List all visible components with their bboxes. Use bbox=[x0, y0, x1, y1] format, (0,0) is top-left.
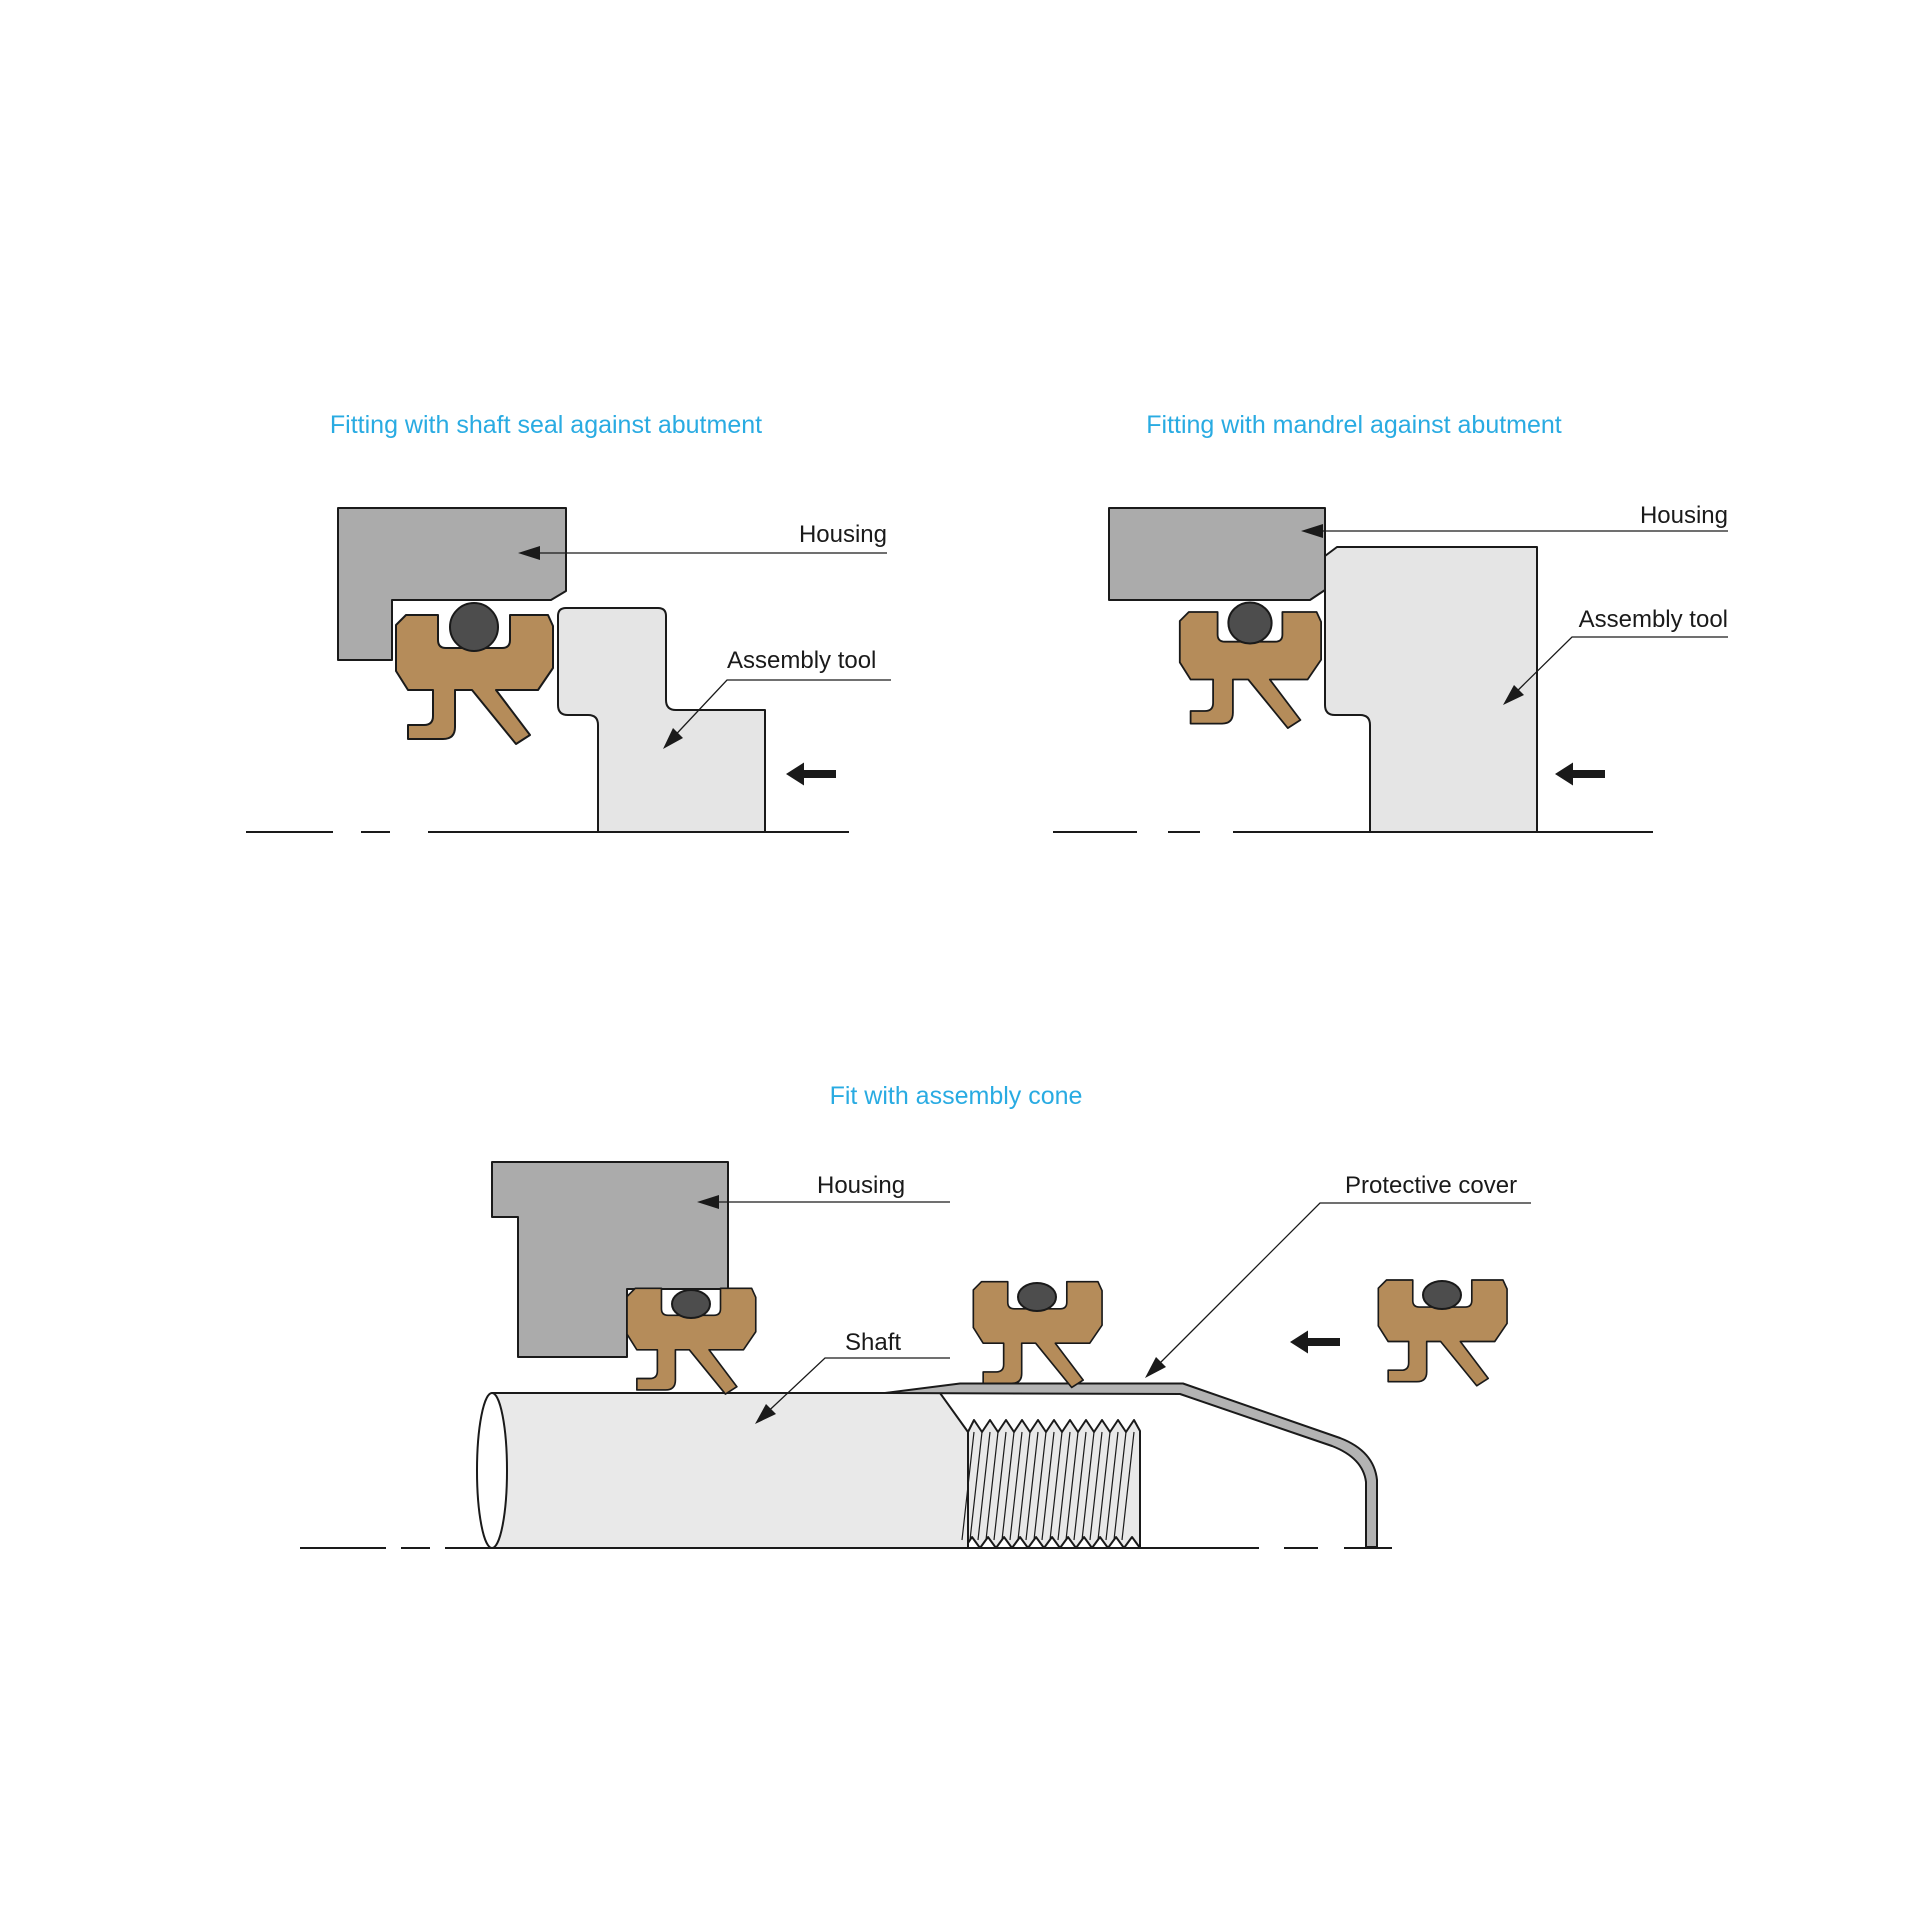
left-arrow-icon bbox=[1290, 1330, 1340, 1354]
protective-cover-shape bbox=[884, 1382, 1378, 1548]
housing-label: Housing bbox=[799, 521, 887, 548]
diagram-fit-cone: Fit with assembly cone Housing bbox=[300, 1082, 1531, 1549]
leader-arrowhead-icon bbox=[663, 728, 683, 749]
assembly-tool-label: Assembly tool bbox=[1579, 606, 1728, 633]
diagram3-title: Fit with assembly cone bbox=[830, 1082, 1083, 1110]
seal-spring bbox=[449, 602, 499, 652]
diagram-fit-shaft-seal: Fitting with shaft seal against abutment… bbox=[246, 411, 891, 833]
diagram1-title: Fitting with shaft seal against abutment bbox=[330, 411, 762, 439]
leader-line bbox=[1148, 1202, 1531, 1375]
seal-spring bbox=[671, 1289, 711, 1319]
housing-shape bbox=[337, 507, 567, 661]
assembly-tool-shape bbox=[1324, 546, 1538, 833]
seal-spring bbox=[1017, 1282, 1057, 1312]
thread-hatch bbox=[961, 1431, 1135, 1541]
leader-arrowhead-icon bbox=[1301, 524, 1323, 538]
leader-line bbox=[758, 1357, 950, 1421]
housing-shape bbox=[491, 1161, 729, 1358]
protective-cover-label: Protective cover bbox=[1345, 1172, 1517, 1199]
diagram-fit-mandrel: Fitting with mandrel against abutment Ho… bbox=[1053, 411, 1728, 833]
assembly-tool-label: Assembly tool bbox=[727, 647, 876, 674]
assembly-tool-shape bbox=[557, 607, 766, 833]
housing-shape bbox=[1108, 507, 1326, 601]
left-arrow-icon bbox=[786, 762, 836, 786]
shaft-end-cap bbox=[476, 1392, 508, 1549]
housing-label: Housing bbox=[817, 1172, 905, 1199]
thread-section bbox=[967, 1419, 1141, 1549]
shaft-shape bbox=[491, 1392, 969, 1549]
shaft-label: Shaft bbox=[845, 1329, 901, 1356]
leader-line bbox=[666, 679, 891, 745]
leader-line bbox=[1506, 636, 1728, 702]
seal-spring bbox=[1422, 1280, 1462, 1310]
leader-arrowhead-icon bbox=[697, 1195, 719, 1209]
leader-arrowhead-icon bbox=[518, 546, 540, 560]
left-arrow-icon bbox=[1555, 762, 1605, 786]
diagram2-title: Fitting with mandrel against abutment bbox=[1146, 411, 1562, 439]
housing-label: Housing bbox=[1640, 502, 1728, 529]
leader-arrowhead-icon bbox=[755, 1404, 776, 1424]
seal-spring bbox=[1227, 601, 1273, 645]
leader-arrowhead-icon bbox=[1503, 685, 1524, 705]
leader-arrowhead-icon bbox=[1145, 1357, 1166, 1378]
